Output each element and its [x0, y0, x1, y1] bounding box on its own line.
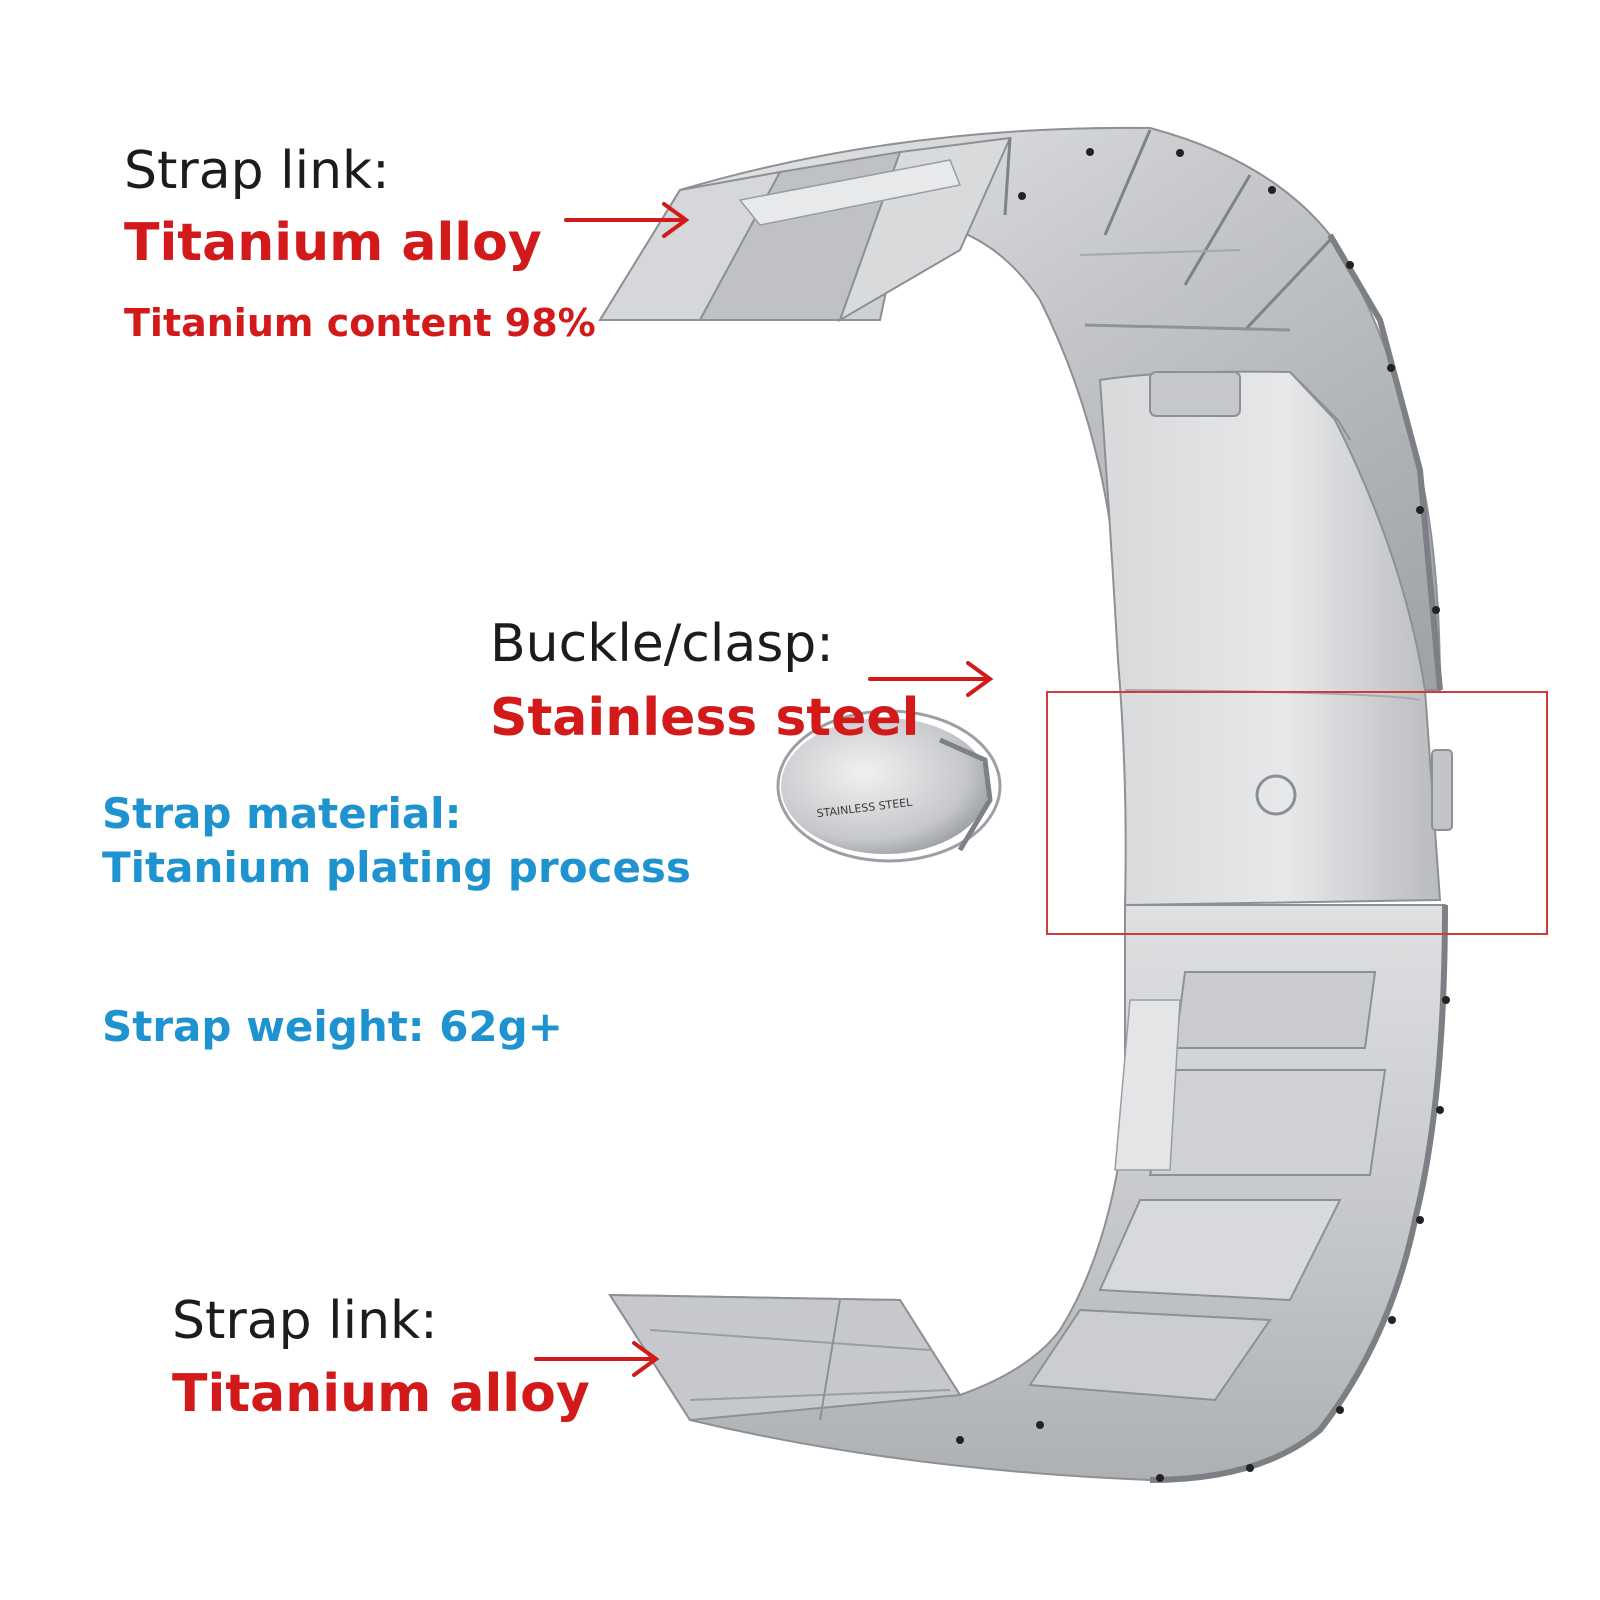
bottom-strap	[608, 904, 1450, 1483]
top-strap-link-heading: Strap link:	[124, 141, 390, 201]
strap-weight: Strap weight: 62g+	[102, 1002, 563, 1051]
strap-material-value: Titanium plating process	[102, 843, 691, 892]
buckle-heading: Buckle/clasp:	[490, 614, 834, 674]
buckle-clasp	[1098, 370, 1453, 907]
top-arrow	[564, 202, 690, 238]
strap-material-label: Strap material:	[102, 789, 462, 838]
bottom-arrow	[534, 1341, 660, 1377]
stainless-steel-inset: STAINLESS STEEL	[776, 709, 1002, 863]
titanium-content: Titanium content 98%	[124, 301, 596, 345]
clasp-highlight-box	[1046, 691, 1548, 935]
buckle-arrow	[868, 661, 994, 697]
bottom-strap-material: Titanium alloy	[172, 1364, 590, 1424]
top-strap-material: Titanium alloy	[124, 213, 542, 273]
buckle-material: Stainless steel	[490, 688, 920, 748]
bottom-strap-link-heading: Strap link:	[172, 1291, 438, 1351]
